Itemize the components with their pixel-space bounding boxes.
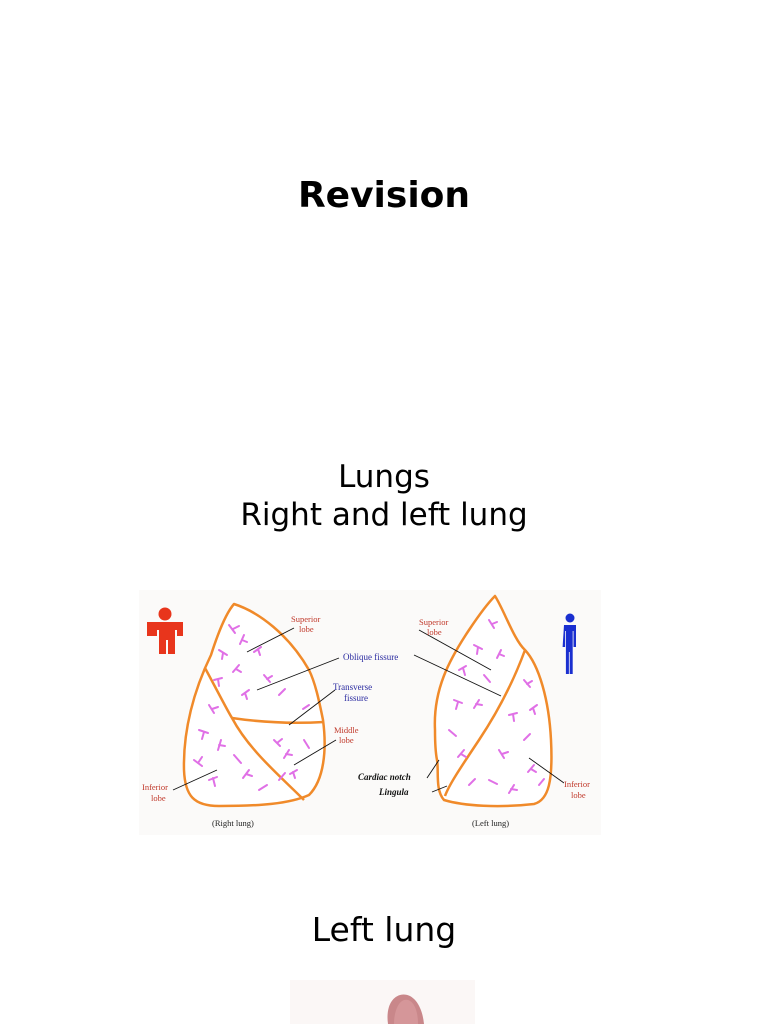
lingula-label: Lingula <box>378 787 409 797</box>
right-inferior-label-2: lobe <box>151 793 166 803</box>
right-inferior-label-1: Inferior <box>142 782 168 792</box>
left-lung-caption: (Left lung) <box>472 818 509 828</box>
left-inferior-label-2: lobe <box>571 790 586 800</box>
middle-lobe-label-2: lobe <box>339 735 354 745</box>
transverse-label-2: fissure <box>344 693 368 703</box>
slide-title-revision: Revision <box>297 175 471 216</box>
cardiac-notch-label: Cardiac notch <box>358 772 411 782</box>
blue-person-icon <box>562 613 576 674</box>
left-lung <box>433 594 553 808</box>
bronchial-pattern <box>193 619 545 794</box>
right-superior-label-2: lobe <box>299 624 314 634</box>
red-person-icon <box>147 607 183 654</box>
left-lung-image-partial <box>290 980 475 1024</box>
oblique-fissure-label: Oblique fissure <box>343 652 398 662</box>
lung-diagram: Superior lobe Oblique fissure Transverse… <box>139 590 601 835</box>
right-superior-label-1: Superior <box>291 614 320 624</box>
left-superior-label-2: lobe <box>427 627 442 637</box>
subtitle-line-lungs: Lungs <box>338 459 430 495</box>
transverse-label-1: Transverse <box>333 682 372 692</box>
left-inferior-label-1: Inferior <box>564 779 590 789</box>
right-lung-caption: (Right lung) <box>212 818 254 828</box>
slide-title-left-lung: Left lung <box>311 910 457 949</box>
leader-lines <box>172 627 565 793</box>
subtitle-line-right-left: Right and left lung <box>240 497 528 533</box>
middle-lobe-label-1: Middle <box>334 725 359 735</box>
left-superior-label-1: Superior <box>419 617 448 627</box>
slide-subtitle: Lungs Right and left lung <box>0 458 768 534</box>
